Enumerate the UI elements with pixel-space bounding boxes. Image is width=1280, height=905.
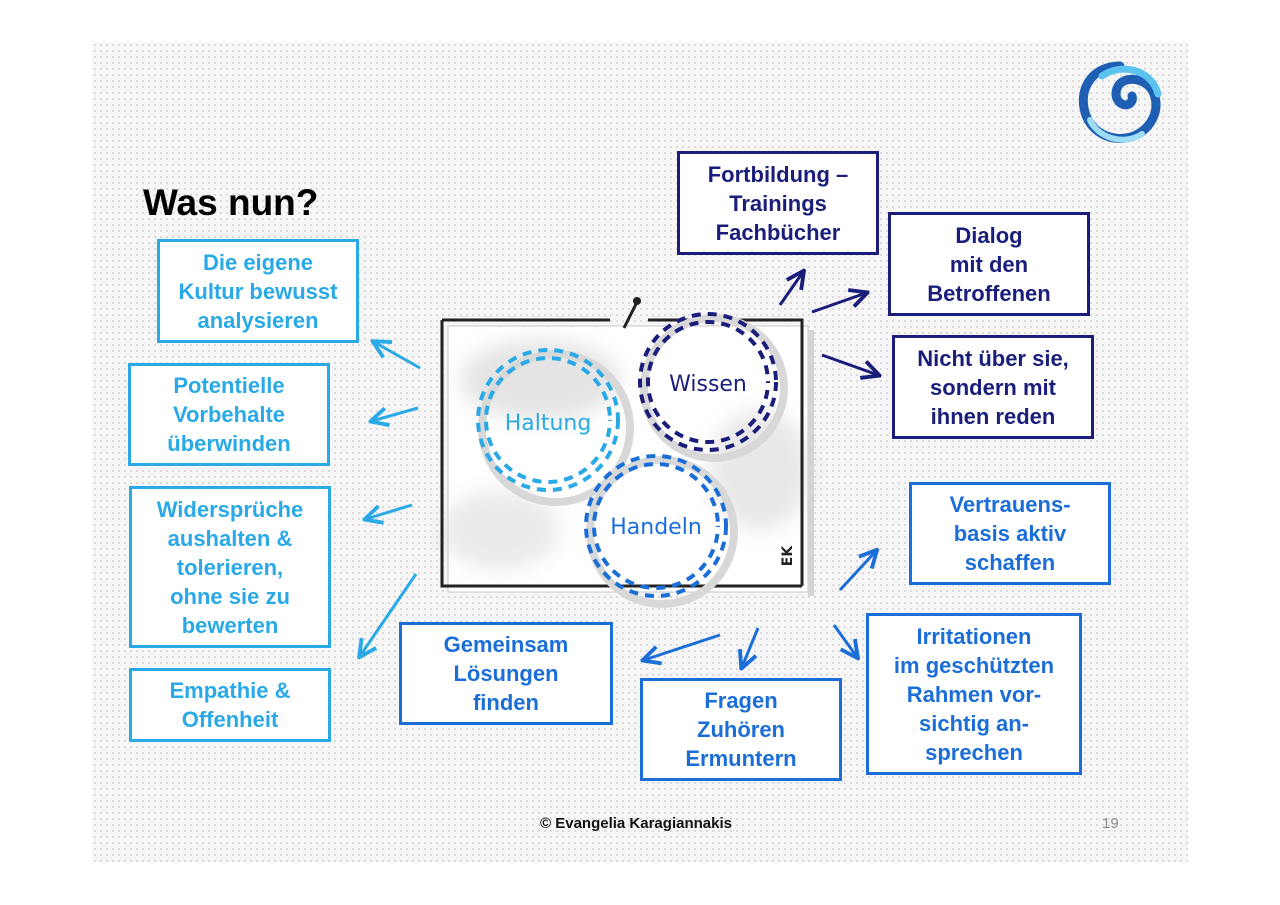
signature: EK (780, 545, 796, 567)
page-number: 19 (1102, 815, 1119, 832)
spiral-logo-icon (1078, 61, 1162, 143)
arrow-to-empathie (360, 573, 418, 656)
arrow-to-widersprueche (366, 503, 413, 519)
gear-label-handeln: Handeln (610, 515, 702, 540)
arrow-to-nicht-ueber (821, 353, 878, 375)
arrow-to-kultur (374, 342, 421, 370)
box-widersprueche: Widersprüche aushalten & tolerieren, ohn… (129, 486, 331, 648)
box-kultur: Die eigene Kultur bewusst analysieren (157, 239, 359, 343)
box-empathie: Empathie & Offenheit (129, 668, 331, 742)
box-vorbehalte: Potentielle Vorbehalte überwinden (128, 363, 330, 466)
arrow-to-gemeinsam (644, 633, 721, 660)
arrow-to-fortbildung (778, 272, 803, 306)
arrow-to-vorbehalte (372, 406, 419, 421)
box-vertrauen: Vertrauens- basis aktiv schaffen (909, 482, 1111, 585)
box-gemeinsam: Gemeinsam Lösungen finden (399, 622, 613, 725)
gear-handeln: Handeln (584, 454, 738, 608)
gear-wissen: Wissen (638, 312, 788, 462)
gear-label-haltung: Haltung (505, 411, 592, 436)
box-irritationen: Irritationen im geschützten Rahmen vor- … (866, 613, 1082, 775)
arrow-to-fragen (742, 627, 760, 667)
box-dialog: Dialog mit den Betroffenen (888, 212, 1090, 316)
box-fortbildung: Fortbildung – Trainings Fachbücher (677, 151, 879, 255)
box-nicht-ueber: Nicht über sie, sondern mit ihnen reden (892, 335, 1094, 439)
box-fragen: Fragen Zuhören Ermuntern (640, 678, 842, 781)
gear-label-wissen: Wissen (669, 372, 747, 397)
gear-haltung: Haltung (476, 348, 634, 506)
page-title: Was nun? (143, 182, 319, 223)
arrow-to-dialog (811, 293, 866, 314)
arrow-to-vertrauen (838, 551, 876, 592)
copyright-footer: © Evangelia Karagiannakis (540, 815, 732, 832)
arrow-to-irritationen (832, 624, 857, 657)
